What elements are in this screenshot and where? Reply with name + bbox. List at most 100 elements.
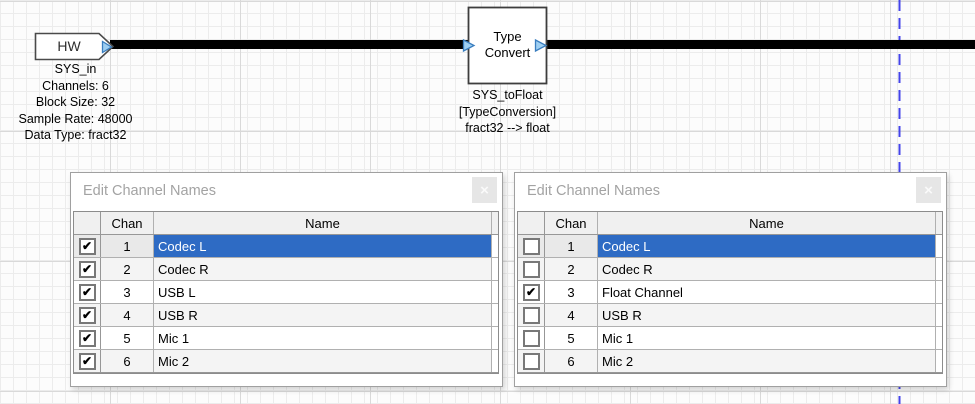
channel-checkbox-cell: [518, 350, 545, 372]
check-icon: ✔: [81, 307, 93, 322]
hw-block[interactable]: [34, 32, 115, 61]
check-icon: ✔: [525, 284, 537, 299]
hw-block-label: HW: [57, 38, 81, 54]
type-convert-input-port-icon[interactable]: [462, 38, 476, 53]
channel-checkbox[interactable]: [522, 329, 540, 347]
tc-conversion: fract32 --> float: [465, 121, 550, 135]
row-filler-cell: [936, 350, 942, 372]
channel-name-cell[interactable]: Mic 1: [598, 327, 936, 349]
check-icon: ✔: [81, 284, 93, 299]
dialog-title: Edit Channel Names: [527, 183, 660, 199]
channel-checkbox[interactable]: [522, 352, 540, 370]
row-filler-cell: [936, 258, 942, 280]
type-convert-block-label: Type Convert: [484, 29, 531, 60]
channel-name-cell[interactable]: Codec L: [154, 235, 492, 257]
channel-checkbox-cell: [518, 304, 545, 326]
channel-checkbox[interactable]: ✔: [78, 283, 96, 301]
row-filler-cell: [492, 235, 498, 257]
column-header-name[interactable]: Name: [598, 212, 936, 234]
channel-name-cell[interactable]: Mic 2: [598, 350, 936, 372]
close-icon: ×: [924, 181, 933, 199]
type-convert-caption: SYS_toFloat [TypeConversion] fract32 -->…: [430, 87, 585, 137]
channel-checkbox-cell: [518, 258, 545, 280]
row-filler-cell: [492, 327, 498, 349]
channel-checkbox-cell: ✔: [74, 281, 101, 303]
column-header-checkbox: [518, 212, 545, 234]
column-header-name[interactable]: Name: [154, 212, 492, 234]
channel-number-cell: 3: [545, 281, 598, 303]
channel-name-cell[interactable]: USB R: [154, 304, 492, 326]
channel-number-cell: 5: [545, 327, 598, 349]
table-header-row: Chan Name: [74, 212, 498, 235]
channel-checkbox[interactable]: ✔: [78, 306, 96, 324]
channel-name-cell[interactable]: Codec R: [154, 258, 492, 280]
tc-instance-name: SYS_toFloat: [472, 88, 543, 102]
hw-property: Channels: 6: [42, 78, 109, 93]
channel-name-cell[interactable]: Float Channel: [598, 281, 936, 303]
hw-property: Block Size: 32: [35, 95, 116, 109]
channel-checkbox[interactable]: ✔: [78, 260, 96, 278]
channel-checkbox[interactable]: [522, 306, 540, 324]
type-convert-block[interactable]: [467, 6, 548, 85]
table-header-row: Chan Name: [518, 212, 942, 235]
channel-number-cell: 2: [101, 258, 154, 280]
dialog-titlebar[interactable]: Edit Channel Names ×: [515, 173, 946, 211]
check-icon: ✔: [81, 261, 93, 276]
channel-checkbox[interactable]: ✔: [78, 237, 96, 255]
channel-checkbox-cell: ✔: [74, 304, 101, 326]
close-button[interactable]: ×: [916, 177, 941, 203]
tc-module-class: [TypeConversion]: [458, 104, 557, 119]
hw-output-port-icon[interactable]: [101, 40, 113, 54]
row-filler-cell: [936, 281, 942, 303]
column-header-chan[interactable]: Chan: [101, 212, 154, 234]
channel-name-cell[interactable]: Mic 2: [154, 350, 492, 372]
row-filler-cell: [492, 350, 498, 372]
channel-checkbox[interactable]: [522, 237, 540, 255]
channel-checkbox-cell: ✔: [74, 350, 101, 372]
check-icon: ✔: [81, 353, 93, 368]
channel-name-cell[interactable]: Mic 1: [154, 327, 492, 349]
channel-name-cell[interactable]: USB L: [154, 281, 492, 303]
type-convert-output-port-icon[interactable]: [534, 38, 548, 53]
hw-block-caption: SYS_in Channels: 6 Block Size: 32 Sample…: [3, 61, 148, 144]
row-filler-cell: [936, 235, 942, 257]
channel-checkbox[interactable]: ✔: [78, 352, 96, 370]
channel-checkbox[interactable]: ✔: [522, 283, 540, 301]
channel-name-cell[interactable]: Codec L: [598, 235, 936, 257]
hw-property: Sample Rate: 48000: [18, 111, 133, 126]
channel-name-cell[interactable]: Codec R: [598, 258, 936, 280]
row-filler-cell: [936, 327, 942, 349]
channel-number-cell: 1: [101, 235, 154, 257]
channel-checkbox-cell: ✔: [74, 327, 101, 349]
channel-name-cell[interactable]: USB R: [598, 304, 936, 326]
row-filler-cell: [492, 281, 498, 303]
channel-number-cell: 4: [101, 304, 154, 326]
channel-number-cell: 2: [545, 258, 598, 280]
channel-checkbox[interactable]: ✔: [78, 329, 96, 347]
check-icon: ✔: [81, 238, 93, 253]
row-filler-cell: [492, 258, 498, 280]
column-header-checkbox: [74, 212, 101, 234]
dialog-titlebar[interactable]: Edit Channel Names ×: [71, 173, 502, 211]
channel-checkbox[interactable]: [522, 260, 540, 278]
close-button[interactable]: ×: [472, 177, 497, 203]
hw-instance-name: SYS_in: [54, 62, 97, 76]
close-icon: ×: [480, 181, 489, 199]
column-header-chan[interactable]: Chan: [545, 212, 598, 234]
